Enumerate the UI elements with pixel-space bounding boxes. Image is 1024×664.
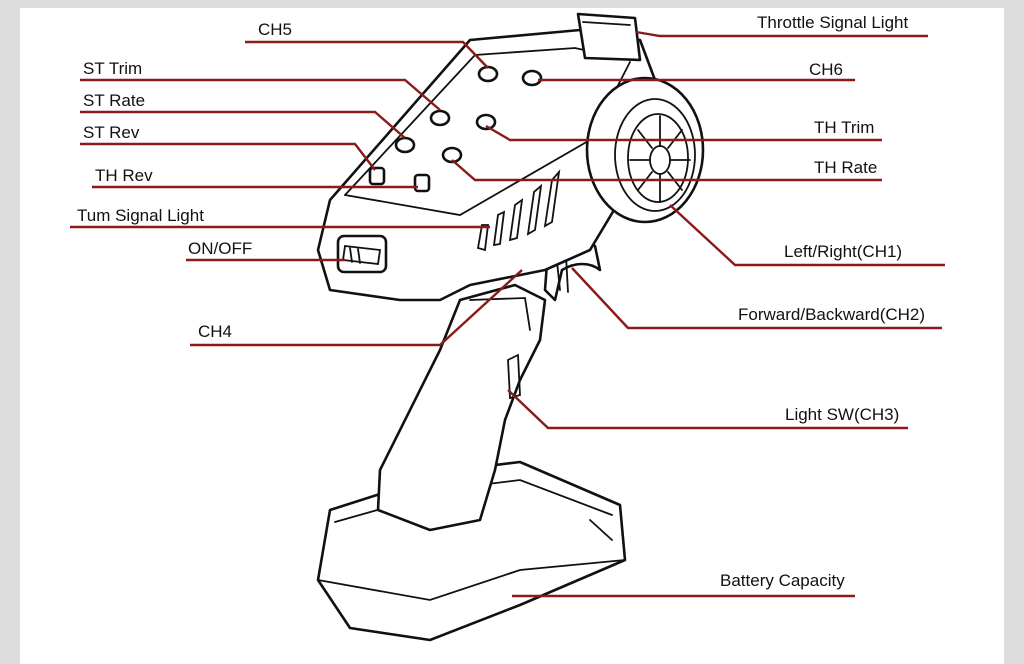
knob-ch5 <box>477 65 499 83</box>
label-th-trim: TH Trim <box>814 118 874 137</box>
leader-st-trim <box>80 78 441 111</box>
label-ch4: CH4 <box>198 322 232 341</box>
leader-throttle-signal-light <box>635 30 928 38</box>
label-th-rev: TH Rev <box>95 166 153 185</box>
label-th-rate: TH Rate <box>814 158 877 177</box>
label-st-rev: ST Rev <box>83 123 140 142</box>
label-forward-backward-ch2: Forward/Backward(CH2) <box>738 305 925 324</box>
leader-forward-backward-ch2 <box>571 267 942 330</box>
label-on-off: ON/OFF <box>188 239 252 258</box>
leader-ch4 <box>190 269 523 347</box>
knob-ch6 <box>521 69 543 87</box>
label-light-sw-ch3: Light SW(CH3) <box>785 405 899 424</box>
knob-th-trim <box>475 113 497 131</box>
throttle-signal-light-box <box>576 12 642 62</box>
leader-light-sw-ch3 <box>507 389 908 430</box>
knob-st-rate <box>394 136 416 154</box>
leader-left-right-ch1 <box>669 204 945 267</box>
leader-lines <box>70 30 945 598</box>
leader-ch5 <box>245 40 489 69</box>
label-ch5: CH5 <box>258 20 292 39</box>
label-battery-capacity: Battery Capacity <box>720 571 845 590</box>
label-left-right-ch1: Left/Right(CH1) <box>784 242 902 261</box>
label-st-trim: ST Trim <box>83 59 142 78</box>
steering-wheel <box>585 76 705 224</box>
leader-st-rev <box>80 142 376 171</box>
switch-st-rev <box>368 166 386 186</box>
label-st-rate: ST Rate <box>83 91 145 110</box>
label-throttle-signal-light: Throttle Signal Light <box>757 13 908 32</box>
transmitter-illustration <box>316 12 705 642</box>
leader-st-rate <box>80 110 406 139</box>
label-ch6: CH6 <box>809 60 843 79</box>
labels: CH5 Throttle Signal Light ST Trim CH6 ST… <box>77 13 925 590</box>
leader-th-rate <box>451 159 882 182</box>
switch-th-rev <box>413 173 431 193</box>
leader-th-trim <box>485 124 882 142</box>
label-turn-signal-light: Tum Signal Light <box>77 206 204 225</box>
knob-th-rate <box>441 146 463 164</box>
knob-st-trim <box>429 109 451 127</box>
